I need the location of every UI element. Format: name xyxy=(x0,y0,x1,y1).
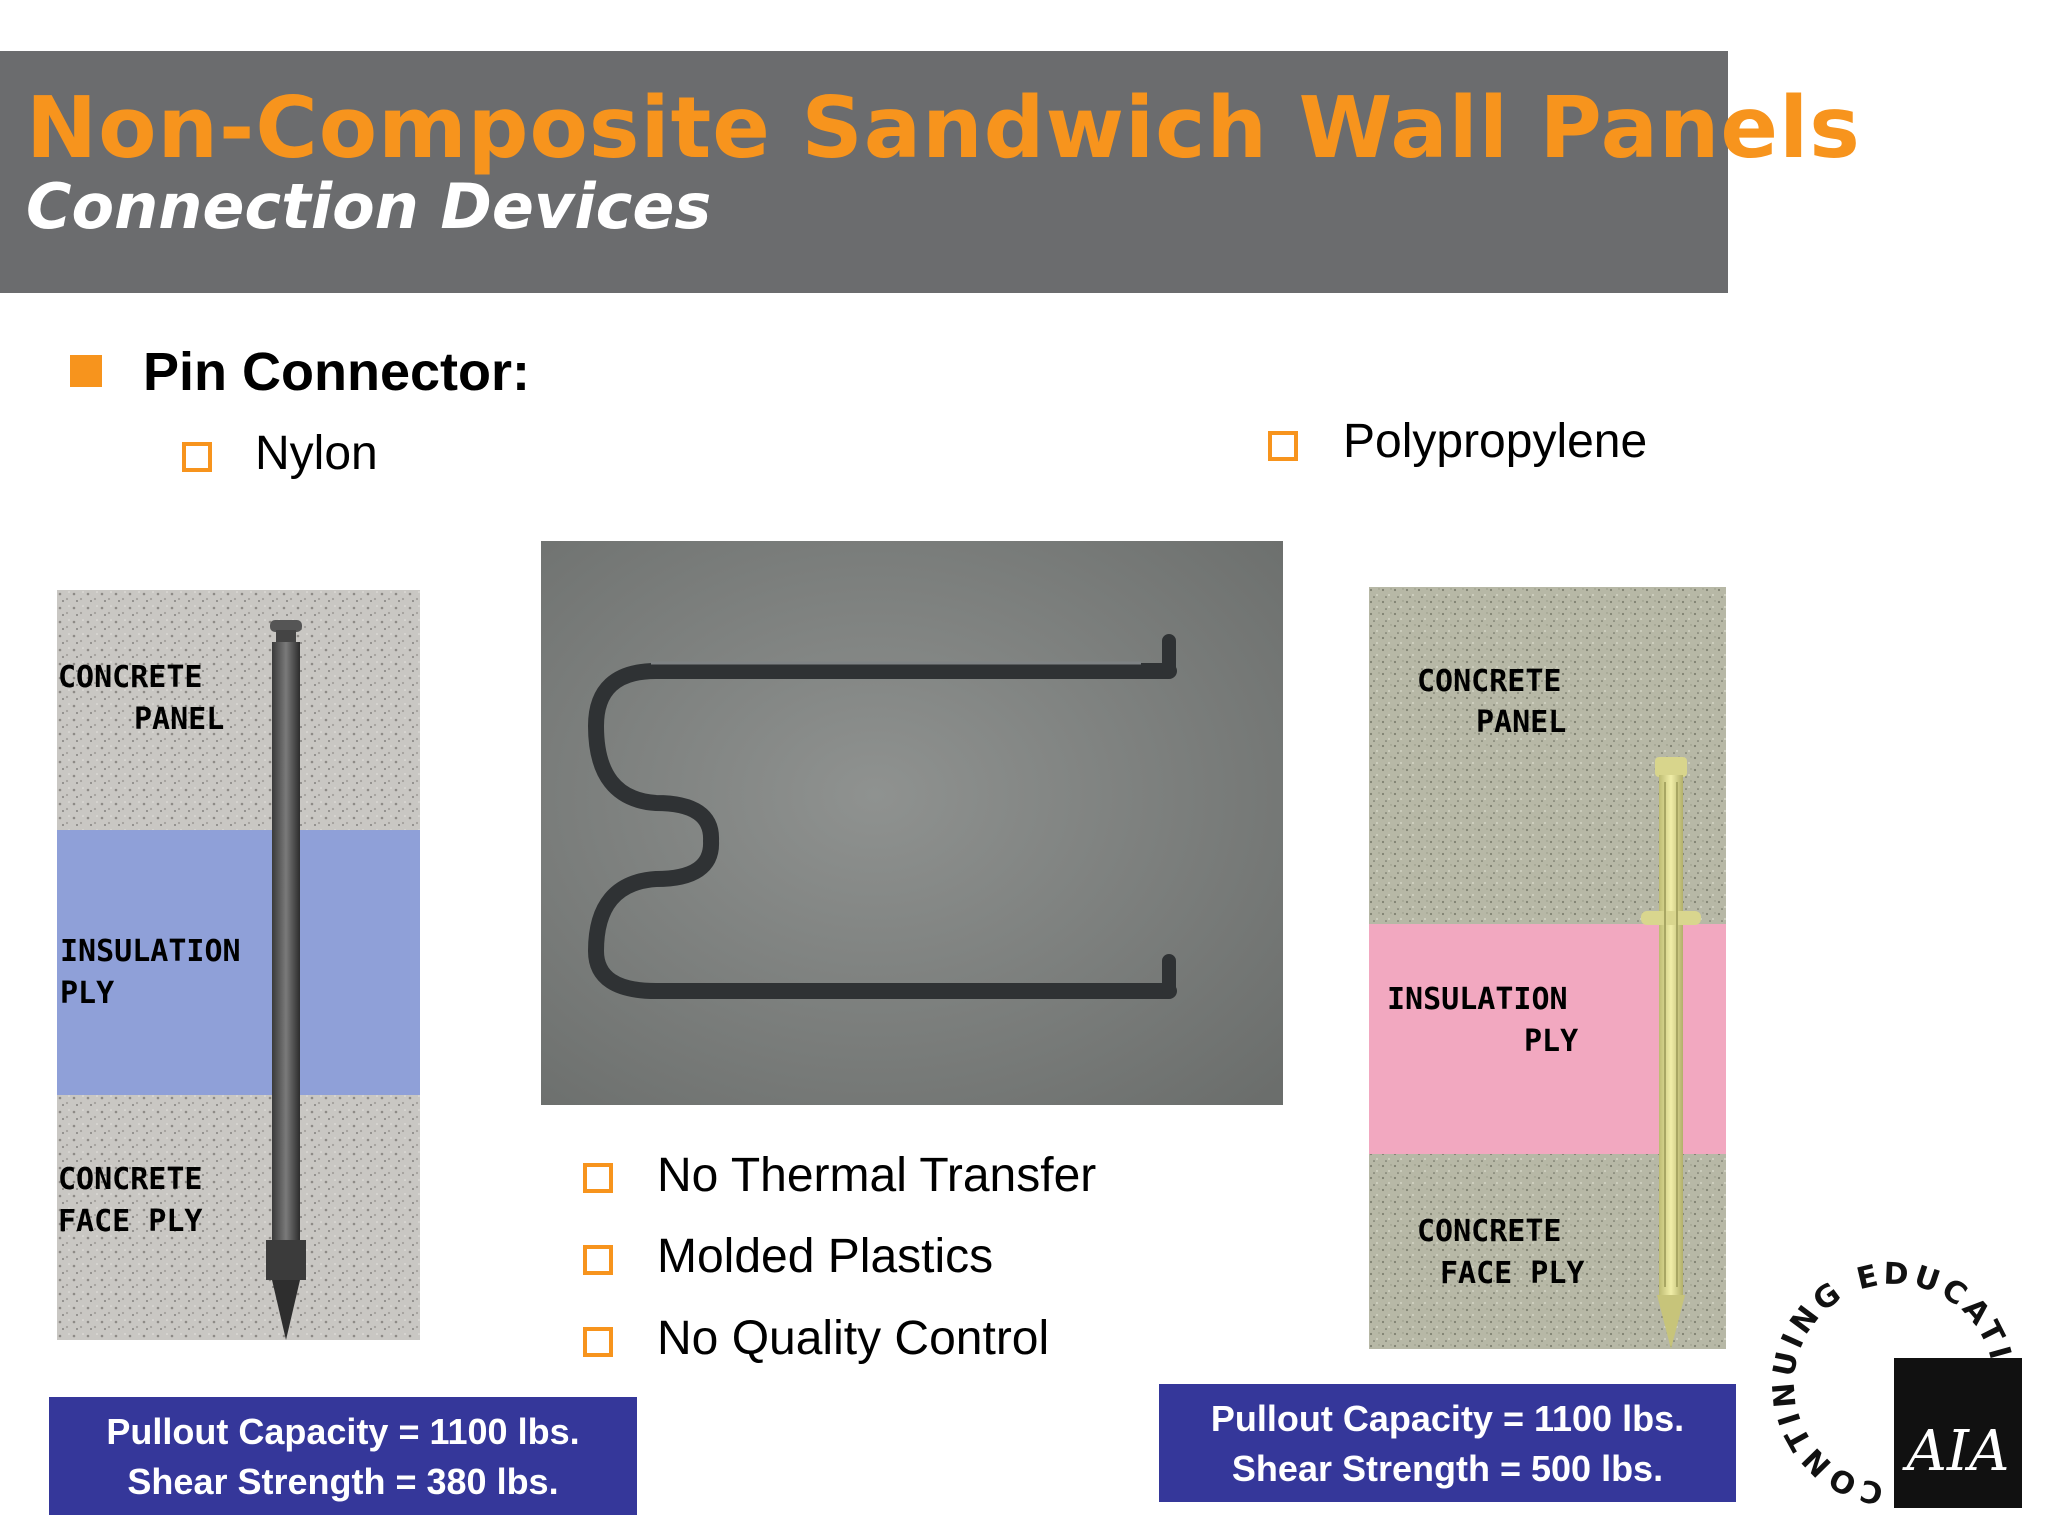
slide-subtitle: Connection Devices xyxy=(26,170,712,243)
right-label-concrete-face: CONCRETE xyxy=(1417,1214,1562,1249)
bullet-box-icon xyxy=(1268,431,1298,461)
logo-mark-text: AIA xyxy=(1901,1419,2009,1484)
bullet-box-icon xyxy=(583,1245,613,1275)
aia-continuing-education-logo: CONTINUING EDUCATION AIA xyxy=(1747,1225,2026,1516)
polypropylene-pin-figure xyxy=(1369,587,1726,1349)
bullet-box-icon xyxy=(182,442,212,472)
right-label-panel: PANEL xyxy=(1476,705,1567,740)
feature-item: No Thermal Transfer xyxy=(657,1149,1097,1202)
polypropylene-pin-diagram xyxy=(1369,587,1726,1349)
nylon-pin-figure xyxy=(57,590,420,1340)
wire-tie-photo xyxy=(541,541,1283,1105)
right-label-concrete: CONCRETE xyxy=(1417,664,1562,699)
polypropylene-label: Polypropylene xyxy=(1343,415,1648,468)
feature-item: No Quality Control xyxy=(657,1312,1050,1365)
wire-tie-image xyxy=(541,541,1283,1105)
left-label-ply: PLY xyxy=(60,976,115,1011)
right-pullout-capacity: Pullout Capacity = 1100 lbs. xyxy=(1210,1398,1685,1439)
nylon-pin-diagram xyxy=(57,590,420,1340)
right-spec-box: Pullout Capacity = 1100 lbs. Shear Stren… xyxy=(1159,1384,1736,1502)
right-shear-strength: Shear Strength = 500 lbs. xyxy=(1231,1448,1664,1489)
feature-item: Molded Plastics xyxy=(657,1230,994,1283)
bullet-box-icon xyxy=(583,1327,613,1357)
aia-logo-mark: CONTINUING EDUCATION AIA xyxy=(1747,1225,2022,1511)
slide-title: Non-Composite Sandwich Wall Panels xyxy=(26,79,1861,178)
left-label-concrete-face: CONCRETE xyxy=(58,1162,203,1197)
bullet-box-icon xyxy=(583,1163,613,1193)
left-spec-box: Pullout Capacity = 1100 lbs. Shear Stren… xyxy=(49,1397,637,1515)
nylon-label: Nylon xyxy=(255,427,378,480)
title-bar xyxy=(0,51,1728,293)
left-label-concrete: CONCRETE xyxy=(58,660,203,695)
left-pullout-capacity: Pullout Capacity = 1100 lbs. xyxy=(106,1411,580,1452)
left-shear-strength: Shear Strength = 380 lbs. xyxy=(127,1461,559,1502)
right-label-insulation: INSULATION xyxy=(1387,982,1568,1017)
left-label-face-ply: FACE PLY xyxy=(58,1204,203,1239)
pin-connector-heading: Pin Connector: xyxy=(143,342,530,402)
left-label-insulation: INSULATION xyxy=(60,934,241,969)
bullet-square-icon xyxy=(70,355,102,387)
left-label-panel: PANEL xyxy=(134,702,225,737)
right-label-face-ply: FACE PLY xyxy=(1440,1256,1585,1291)
right-label-ply: PLY xyxy=(1524,1024,1579,1059)
